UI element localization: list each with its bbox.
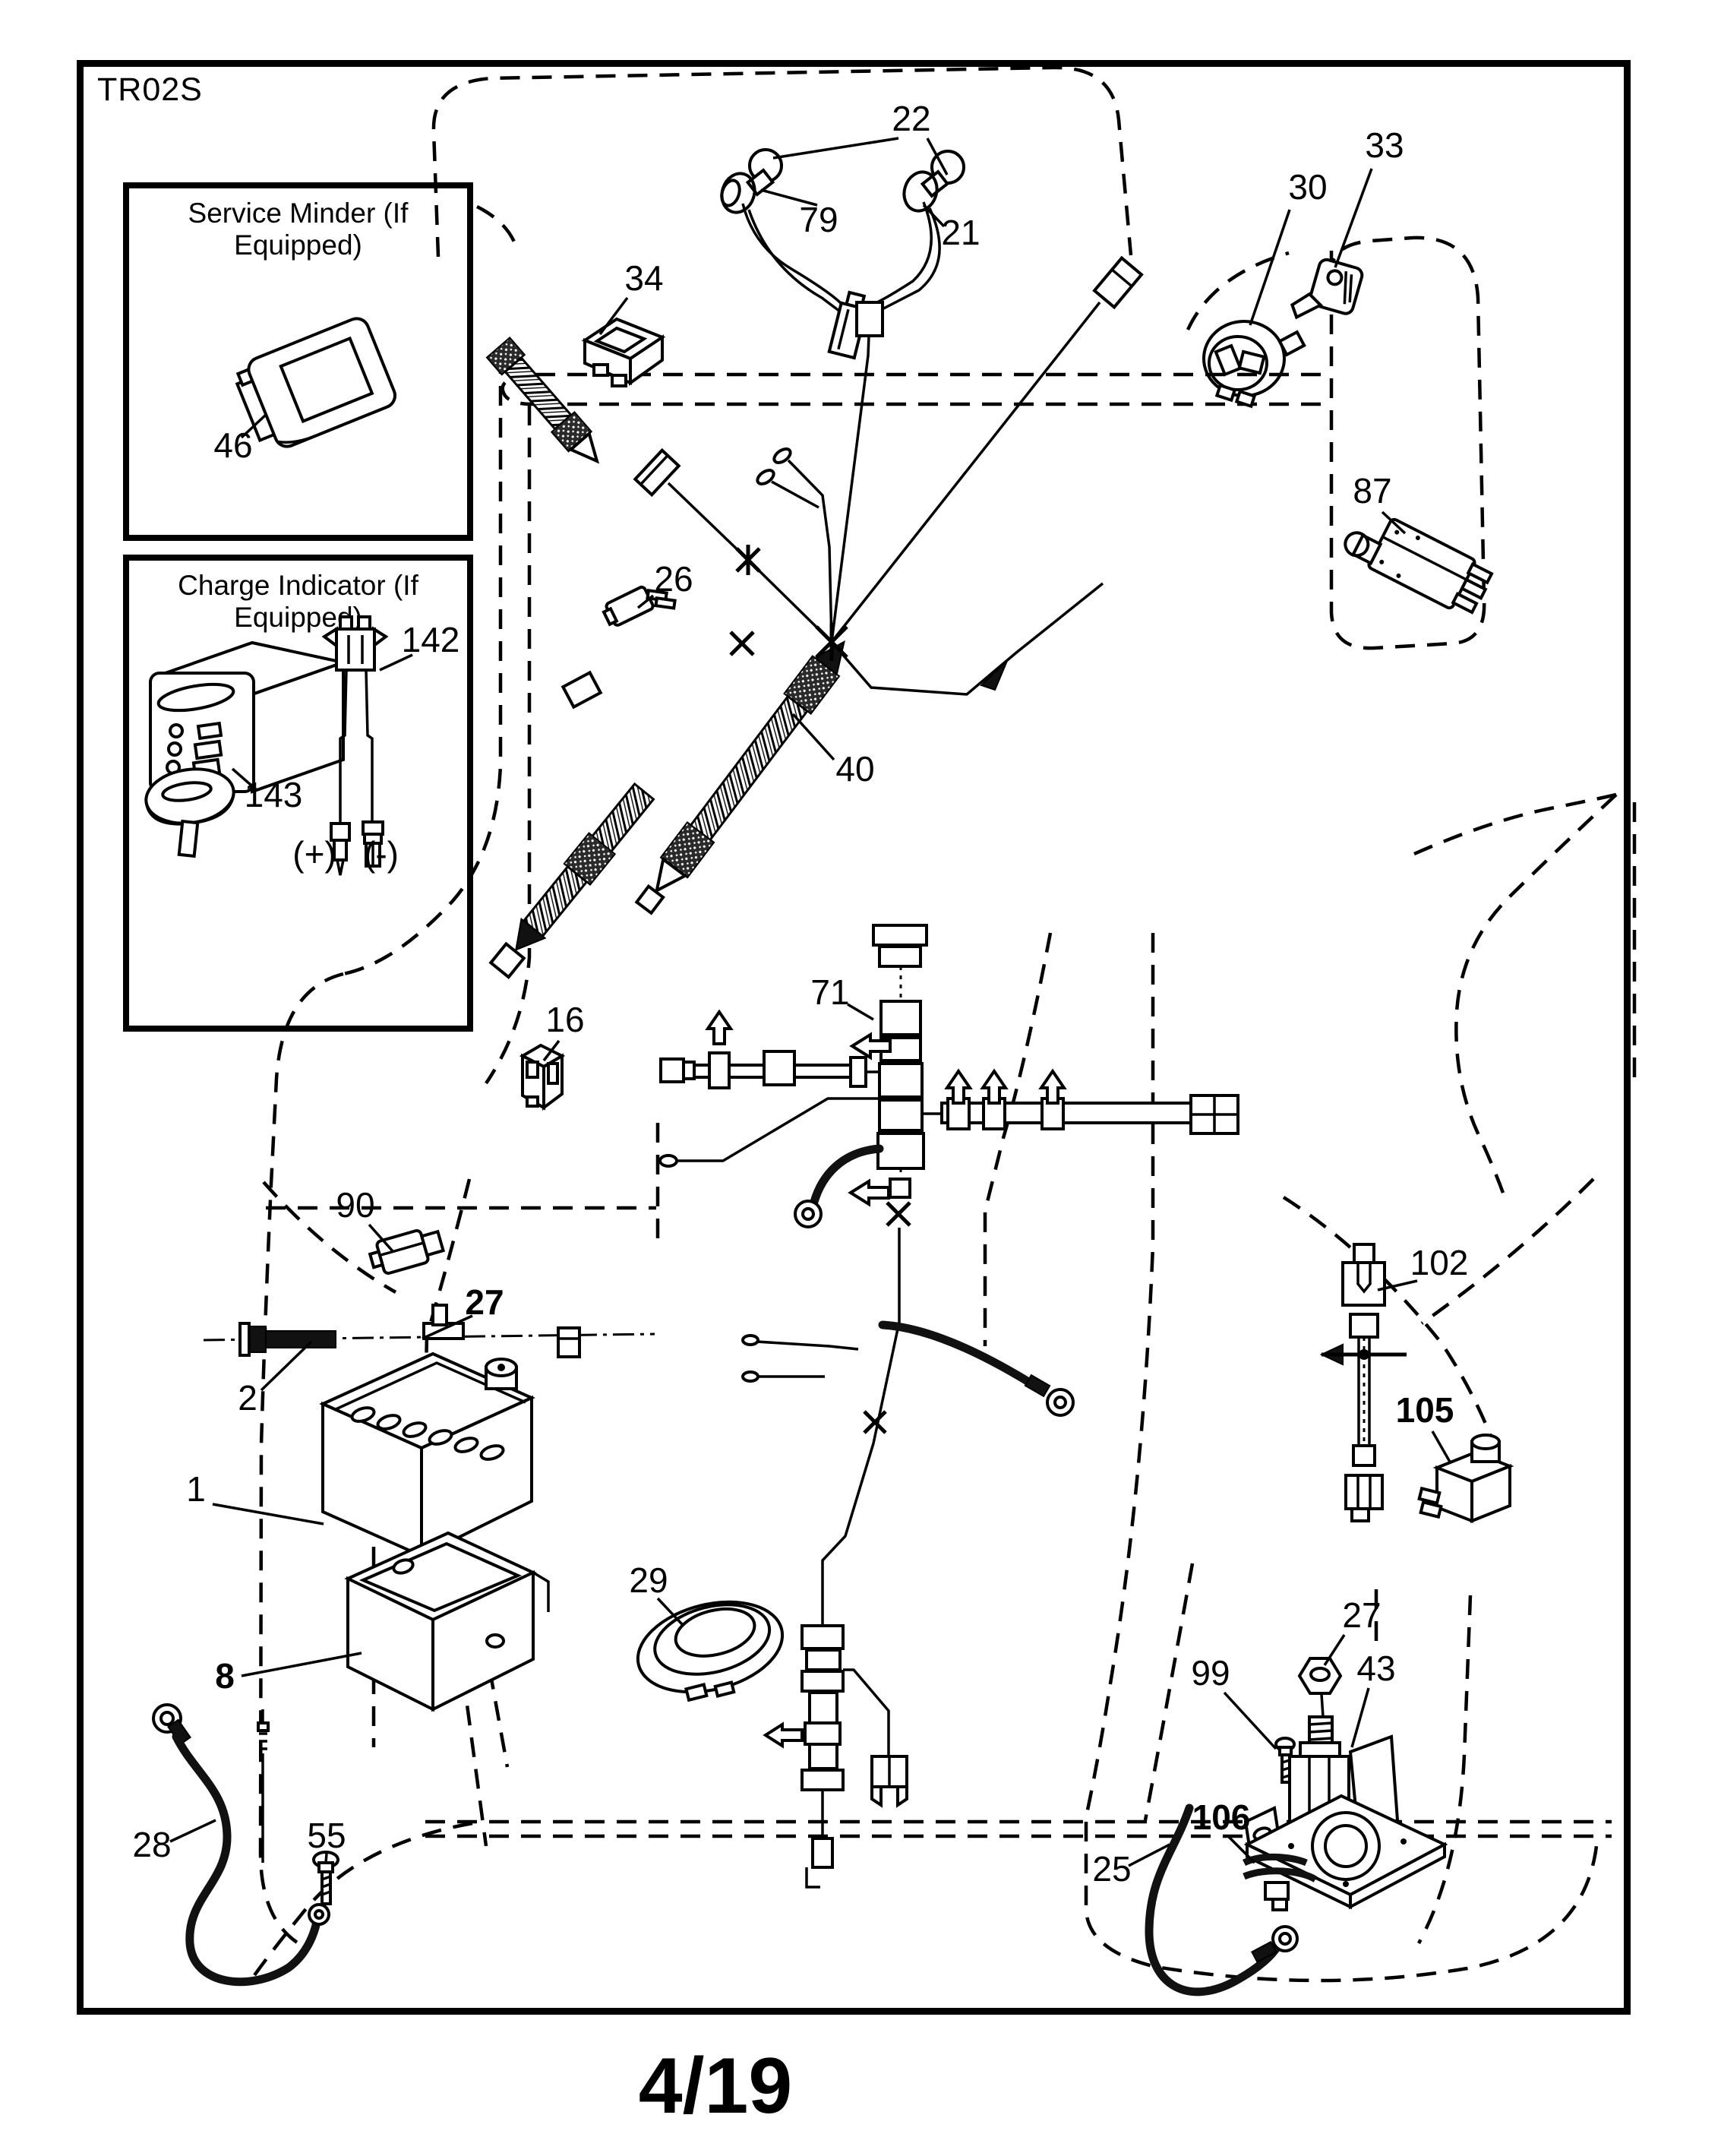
callout-99-23: 99: [1191, 1653, 1230, 1693]
fuse-illustration: [602, 585, 677, 627]
callout-leader-99: [1223, 1691, 1277, 1750]
charge-indicator-illustration: [144, 615, 389, 876]
callout-16-10: 16: [545, 1000, 584, 1039]
callout-leader-79: [760, 188, 818, 207]
callout-leader-33: [1334, 168, 1373, 268]
callout-71-9: 71: [810, 972, 849, 1012]
callout-leader-16: [542, 1039, 561, 1062]
callout-28-16: 28: [132, 1825, 171, 1864]
callout-leader-105: [1431, 1430, 1452, 1464]
relay-illustration: [1344, 517, 1494, 615]
callout-leader-29: [656, 1597, 684, 1626]
ground-cable-illustration: [152, 1703, 339, 1987]
plunger-switch-illustration: [519, 1043, 566, 1111]
callout-leader-46: [240, 413, 267, 439]
callout-leader-90: [368, 1223, 395, 1253]
harness-connector-chain-illustration: [659, 924, 1239, 1626]
callout-25-25: 25: [1092, 1849, 1131, 1889]
callout-33-4: 33: [1365, 125, 1404, 165]
callout-leader-22: [926, 138, 949, 175]
ignition-switch-illustration: [1202, 320, 1306, 409]
headlamp-harness-illustration: [720, 148, 965, 360]
tractor-dashed-outline: [253, 65, 1637, 1983]
callout-87-6: 87: [1353, 471, 1391, 511]
callout-leader-142: [379, 653, 413, 672]
callout-leader-102: [1377, 1279, 1418, 1291]
callout-leader-22: [772, 137, 899, 160]
relay-90-illustration: [368, 1229, 446, 1275]
callout-leader-28: [169, 1819, 216, 1843]
callout-55-17: 55: [307, 1816, 346, 1855]
callout-102-19: 102: [1410, 1243, 1469, 1282]
service-minder-inset-box: Service Minder (If Equipped): [123, 182, 473, 541]
diagram-code: TR02S: [97, 71, 203, 108]
callout-leader-87: [1381, 511, 1407, 535]
page-number: 4/19: [638, 2042, 793, 2130]
callout-142-27: 142: [402, 620, 460, 659]
callout-leader-43: [1350, 1687, 1370, 1748]
callout-40-8: 40: [835, 749, 874, 789]
callout-leader-30: [1249, 209, 1291, 326]
callout-27-12: 27: [465, 1282, 504, 1322]
callout-46-26: 46: [213, 425, 252, 465]
callout-79-1: 79: [799, 200, 838, 239]
callout-leader-1: [212, 1503, 324, 1525]
callout-leader-71: [847, 1003, 874, 1021]
battery-illustration: [203, 1304, 655, 1559]
callout-leader-106: [1227, 1835, 1256, 1864]
seat-switch-cable-illustration: [1319, 1243, 1407, 1522]
service-minder-title: Service Minder (If Equipped): [188, 198, 409, 261]
callout-8-15: 8: [215, 1656, 235, 1696]
callout-21-2: 21: [941, 213, 980, 252]
callout-leader-143: [231, 767, 258, 792]
callout-105-20: 105: [1396, 1390, 1454, 1430]
service-minder-illustration: [235, 317, 396, 448]
ground-wires-illustration: [658, 1097, 1075, 1417]
callout-leader-8: [241, 1652, 362, 1677]
callout-(+)-29: (+): [292, 834, 336, 874]
callout-leader-27: [422, 1314, 473, 1340]
callout-34-3: 34: [624, 258, 663, 298]
horn-illustration: [636, 1600, 785, 1702]
starter-solenoid-illustration: [1145, 1657, 1448, 1996]
callout-2-13: 2: [238, 1378, 257, 1418]
main-harness-illustration: [485, 255, 1144, 979]
battery-tray-illustration: [257, 1531, 550, 1863]
lower-harness-illustration: [763, 1624, 908, 1889]
callout-leader-40: [791, 713, 835, 761]
diagram-border-frame: [77, 60, 1631, 2015]
callout-143-28: 143: [245, 775, 303, 814]
callout-29-18: 29: [629, 1560, 668, 1600]
callout-27-21: 27: [1342, 1595, 1381, 1635]
callout-leader-27: [1323, 1634, 1346, 1666]
junction-star-icon: [729, 545, 848, 661]
callout-(-)-30: (-): [364, 834, 399, 874]
switch-105-illustration: [1417, 1434, 1514, 1523]
callout-22-0: 22: [892, 99, 930, 138]
callout-leader-55: [324, 1853, 328, 1864]
callout-leader-26: [636, 594, 655, 609]
ignition-key-illustration: [1290, 258, 1364, 320]
callout-26-7: 26: [654, 559, 693, 599]
callout-30-5: 30: [1288, 167, 1327, 207]
callout-90-11: 90: [336, 1185, 374, 1225]
charge-indicator-title: Charge Indicator (If Equipped): [178, 570, 418, 633]
callout-leader-25: [1128, 1843, 1170, 1867]
callout-leader-2: [260, 1340, 313, 1392]
callout-leader-21: [922, 204, 946, 228]
callout-43-22: 43: [1356, 1649, 1395, 1688]
callout-106-24: 106: [1192, 1797, 1251, 1837]
charge-indicator-inset-box: Charge Indicator (If Equipped): [123, 555, 473, 1032]
callout-1-14: 1: [186, 1469, 206, 1509]
callout-leader-34: [598, 296, 629, 336]
